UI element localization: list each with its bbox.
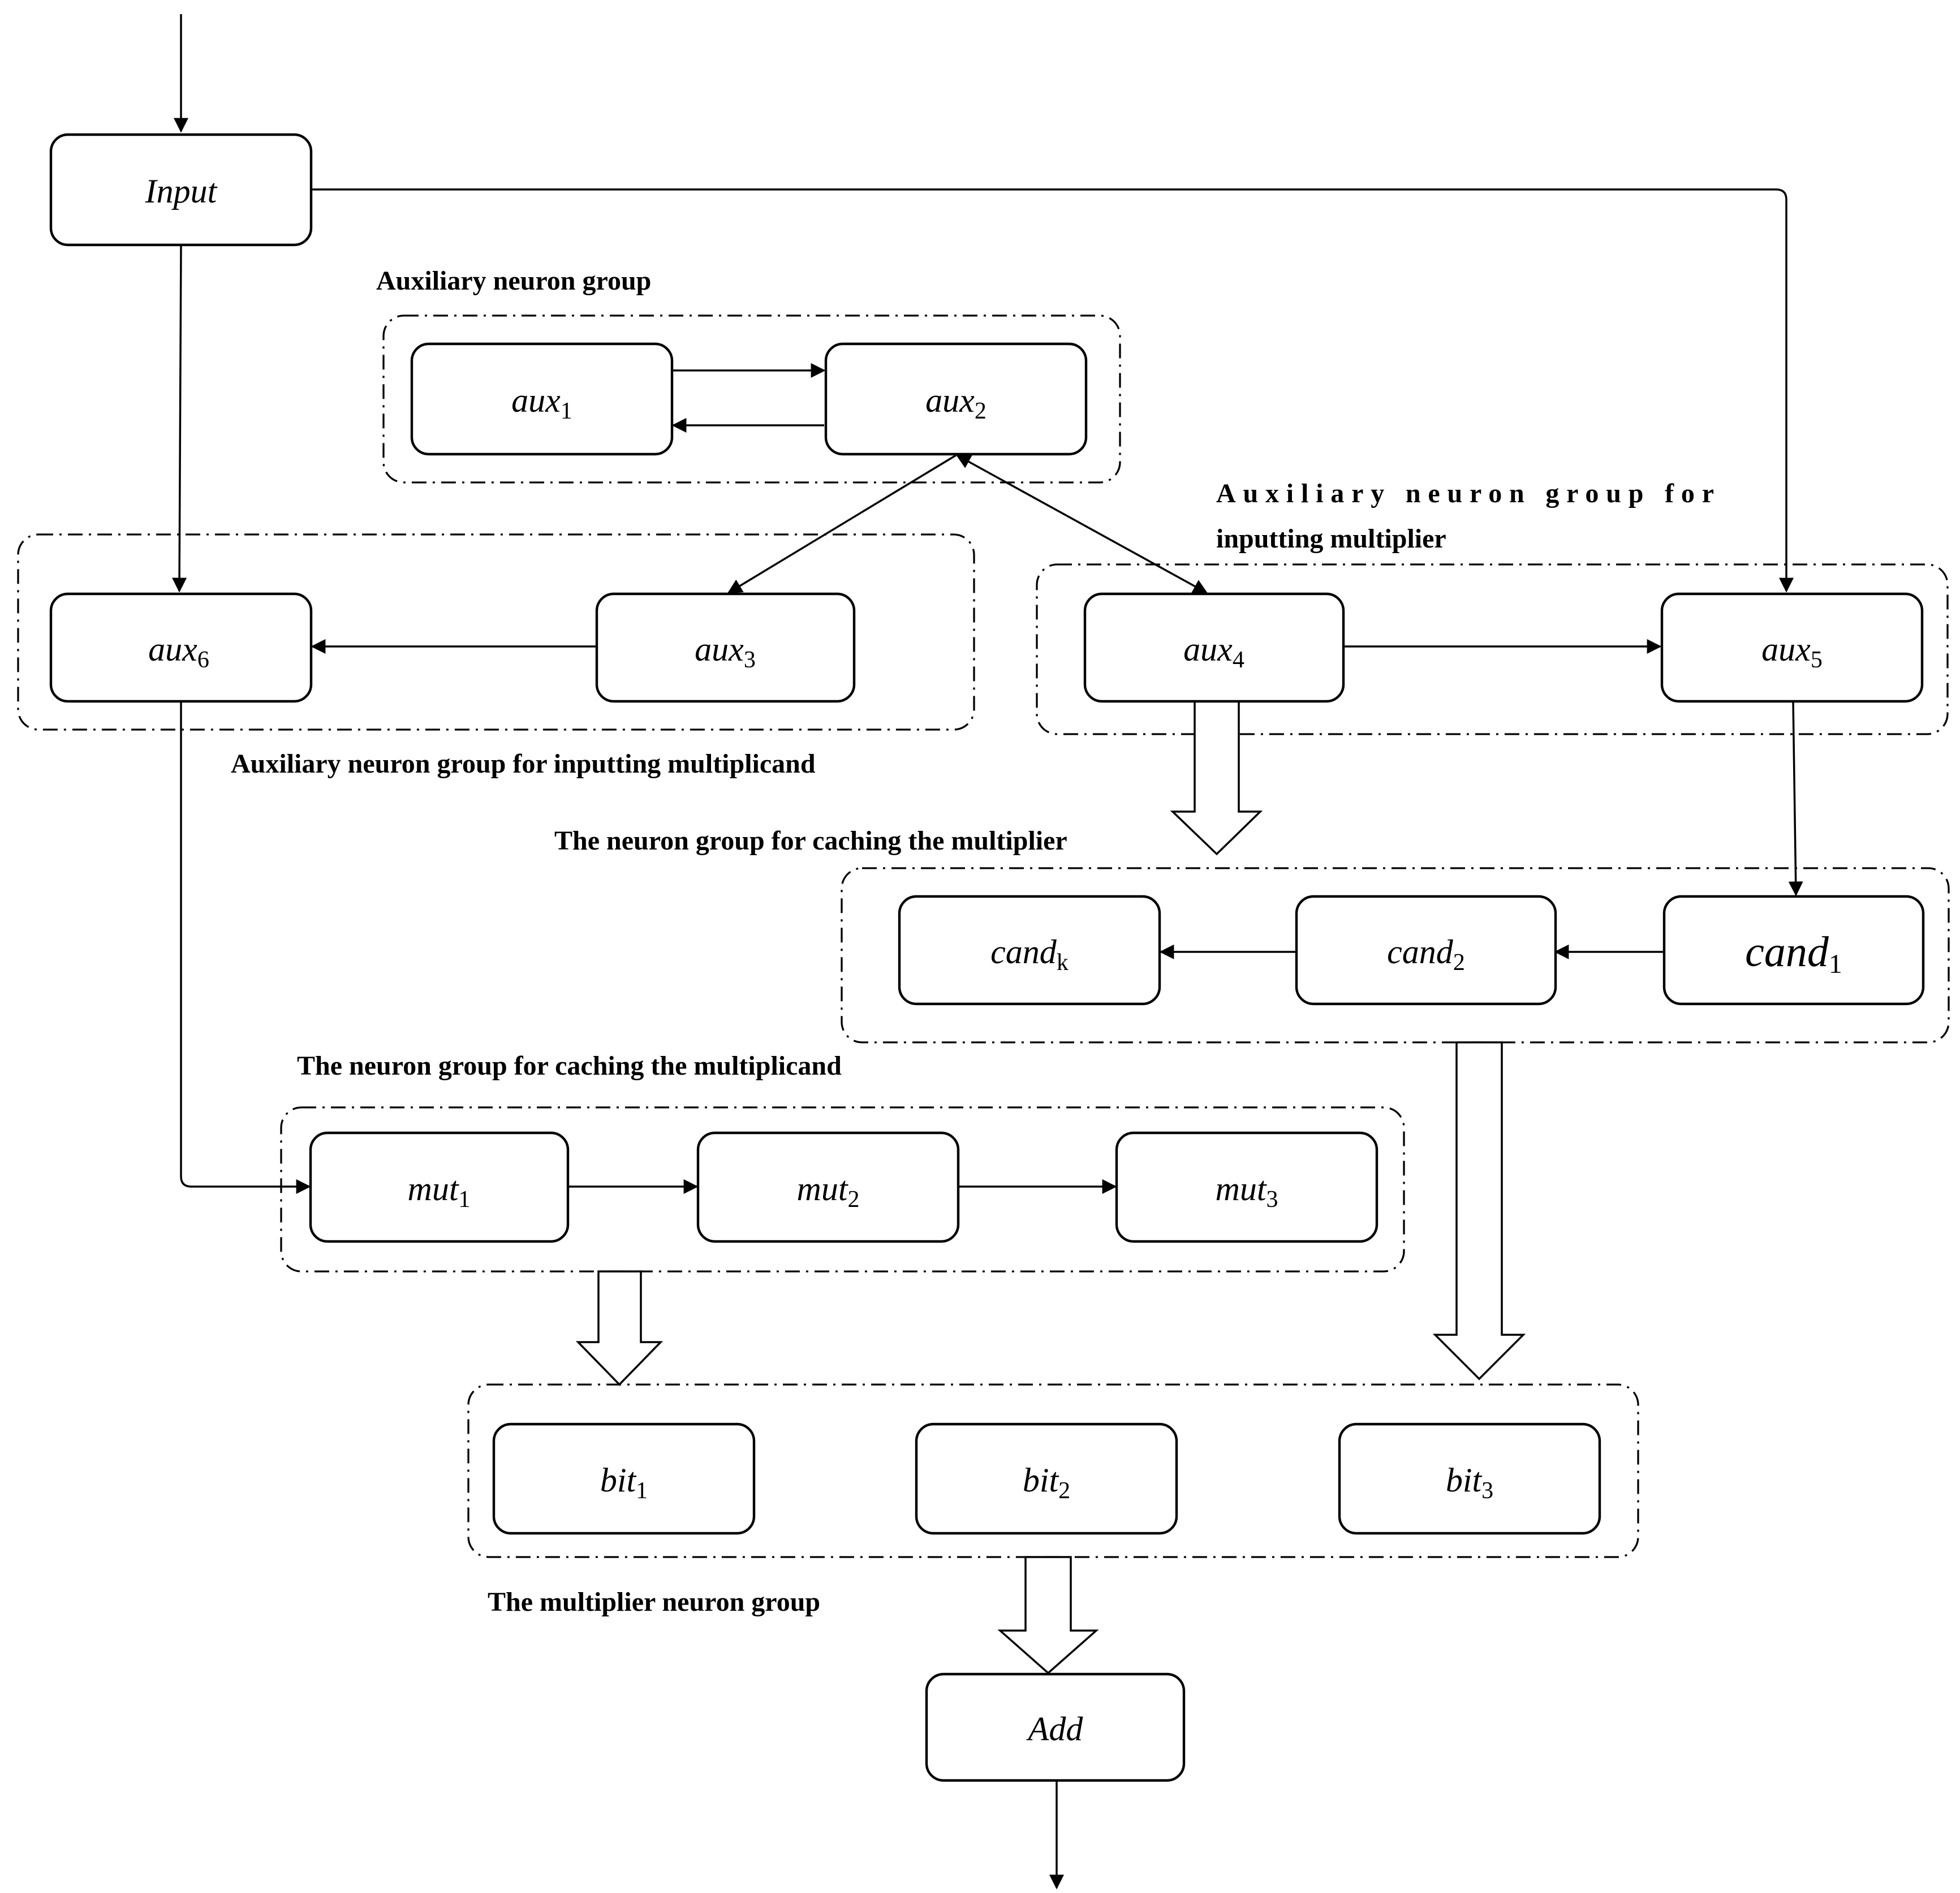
edge-aux2-aux4 — [955, 454, 1208, 594]
svg-text:cand2: cand2 — [1387, 933, 1465, 976]
fat-arrow-mut-to-bits — [575, 1270, 664, 1386]
node-aux2: aux2 — [824, 342, 1088, 456]
edges — [172, 14, 1803, 1890]
svg-text:aux3: aux3 — [695, 631, 756, 673]
node-add: Add — [925, 1672, 1186, 1782]
group-cache-multiplicand-box — [280, 1106, 1405, 1273]
node-input-label: Input — [145, 173, 218, 210]
node-aux4-base: aux — [1183, 631, 1233, 668]
group-cache-multiplier-box — [841, 867, 1950, 1043]
node-mut2-sub: 2 — [848, 1187, 860, 1213]
node-bit3: bit3 — [1338, 1422, 1601, 1535]
edge-input-to-aux6 — [172, 245, 187, 593]
node-input: Input — [49, 133, 313, 247]
edge-input-to-aux5 — [311, 188, 1794, 593]
node-aux1-base: aux — [511, 382, 561, 419]
node-bit2: bit2 — [915, 1422, 1178, 1535]
node-aux2-sub: 2 — [975, 398, 987, 424]
svg-text:aux5: aux5 — [1761, 631, 1823, 673]
edge-aux2-to-aux3 — [727, 454, 957, 594]
label-multiplier-input-group-line2: inputting multiplier — [1216, 524, 1446, 554]
svg-text:bit2: bit2 — [1023, 1461, 1070, 1504]
svg-text:aux2: aux2 — [925, 382, 987, 424]
node-bit2-sub: 2 — [1058, 1478, 1070, 1504]
svg-text:mut3: mut3 — [1216, 1170, 1278, 1213]
svg-text:cand1: cand1 — [1745, 928, 1842, 979]
fat-arrow-aux4-to-cache-multiplier — [1170, 700, 1263, 856]
fat-arrow-cand-to-bits — [1432, 1041, 1526, 1381]
node-aux6-base: aux — [148, 631, 197, 668]
label-auxiliary-group: Auxiliary neuron group — [376, 266, 651, 296]
svg-text:aux1: aux1 — [511, 382, 572, 424]
node-cand2-sub: 2 — [1453, 950, 1465, 976]
node-mut1-sub: 1 — [459, 1187, 471, 1213]
node-cand1-sub: 1 — [1829, 949, 1842, 979]
node-aux1: aux1 — [410, 342, 674, 456]
node-aux5-base: aux — [1761, 631, 1811, 668]
label-multiplier-group: The multiplier neuron group — [488, 1587, 820, 1617]
fat-arrows — [575, 700, 1526, 1675]
node-bit3-sub: 3 — [1481, 1478, 1493, 1504]
node-mut2-base: mut — [797, 1170, 848, 1208]
node-aux6: aux6 — [49, 592, 313, 703]
node-bit1-sub: 1 — [636, 1478, 648, 1504]
label-multiplicand-input-group: Auxiliary neuron group for inputting mul… — [231, 749, 816, 779]
node-cand2: cand2 — [1295, 895, 1557, 1006]
node-mut3: mut3 — [1115, 1131, 1379, 1243]
svg-text:bit1: bit1 — [600, 1461, 648, 1504]
node-bit1: bit1 — [492, 1422, 756, 1535]
node-aux3-sub: 3 — [744, 647, 756, 673]
node-mut1: mut1 — [309, 1131, 570, 1243]
node-bit3-base: bit — [1446, 1461, 1483, 1499]
node-candk-base: cand — [990, 933, 1057, 971]
label-cache-multiplicand-group: The neuron group for caching the multipl… — [297, 1051, 842, 1081]
node-aux2-base: aux — [925, 382, 975, 419]
node-mut3-base: mut — [1216, 1170, 1267, 1208]
node-bit2-base: bit — [1023, 1461, 1059, 1499]
node-add-label: Add — [1026, 1710, 1084, 1748]
group-multiplicand-input-box — [17, 533, 975, 731]
node-candk-sub: k — [1057, 950, 1069, 976]
node-aux3-base: aux — [695, 631, 744, 668]
node-cand1: cand1 — [1662, 895, 1925, 1006]
node-aux4: aux4 — [1083, 592, 1345, 703]
node-cand1-base: cand — [1745, 928, 1829, 976]
node-aux6-sub: 6 — [197, 647, 209, 673]
label-cache-multiplier-group: The neuron group for caching the multipl… — [554, 826, 1067, 856]
node-aux4-sub: 4 — [1233, 647, 1244, 673]
edge-aux5-to-cand1 — [1788, 701, 1803, 896]
node-aux5: aux5 — [1660, 592, 1924, 703]
node-aux1-sub: 1 — [561, 398, 572, 424]
node-mut1-base: mut — [408, 1170, 459, 1208]
label-multiplier-input-group-line1: Auxiliary neuron group for — [1216, 478, 1714, 508]
svg-text:mut2: mut2 — [797, 1170, 860, 1213]
node-aux5-sub: 5 — [1811, 647, 1823, 673]
group-multiplier-input-box — [1036, 563, 1949, 735]
svg-text:candk: candk — [990, 933, 1069, 976]
svg-text:aux6: aux6 — [148, 631, 209, 673]
node-cand2-base: cand — [1387, 933, 1454, 971]
node-mut2: mut2 — [696, 1131, 960, 1243]
svg-text:bit3: bit3 — [1446, 1461, 1493, 1504]
svg-text:mut1: mut1 — [408, 1170, 471, 1213]
edge-aux6-to-mut1 — [180, 701, 311, 1194]
node-aux3: aux3 — [595, 592, 856, 703]
node-mut3-sub: 3 — [1267, 1187, 1278, 1213]
fat-arrow-bits-to-add — [997, 1556, 1099, 1675]
node-bit1-base: bit — [600, 1461, 637, 1499]
node-candk: candk — [898, 895, 1161, 1006]
svg-text:aux4: aux4 — [1183, 631, 1244, 673]
